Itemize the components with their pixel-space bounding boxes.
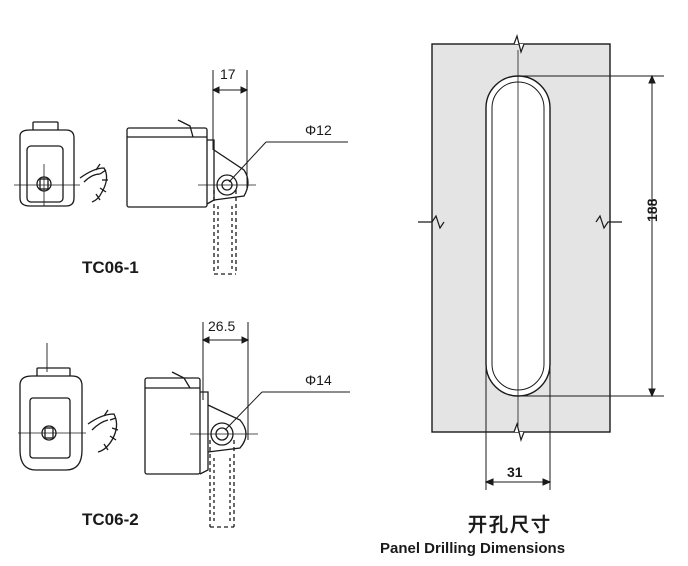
panel-caption-english: Panel Drilling Dimensions	[380, 540, 566, 557]
tc06-2-offset-label: 26.5	[208, 318, 236, 334]
tc06-1-lock-cylinder	[36, 176, 52, 192]
tc06-2-lock-cylinder	[41, 425, 57, 441]
panel-height-label: 188	[644, 198, 660, 222]
tc06-2-leader-phi14	[224, 391, 350, 431]
tc06-2-side-view	[144, 371, 258, 528]
tc06-2-model-label: TC06-2	[82, 510, 139, 529]
tc06-2-front-view	[18, 343, 119, 471]
tc06-1-model-label: TC06-1	[82, 258, 139, 277]
panel-width-label: 31	[507, 464, 523, 480]
tc06-1-front-view	[14, 121, 108, 207]
tc06-1-hole-diameter-label: Φ12	[305, 122, 332, 138]
panel-plate	[431, 43, 611, 433]
panel-caption-chinese: 开孔尺寸	[468, 515, 553, 536]
tc06-1-leader-phi12	[228, 141, 348, 183]
tc06-2-dimension-26-5	[201, 322, 250, 440]
tc06-1-offset-label: 17	[220, 66, 236, 82]
panel-dimension-31	[484, 300, 552, 490]
tc06-1-side-view	[126, 119, 256, 275]
tc06-2-hole-diameter-label: Φ14	[305, 372, 332, 388]
tc06-1-dimension-17	[211, 70, 249, 190]
panel-break-marks	[418, 33, 622, 443]
panel-dimension-188	[518, 74, 664, 398]
